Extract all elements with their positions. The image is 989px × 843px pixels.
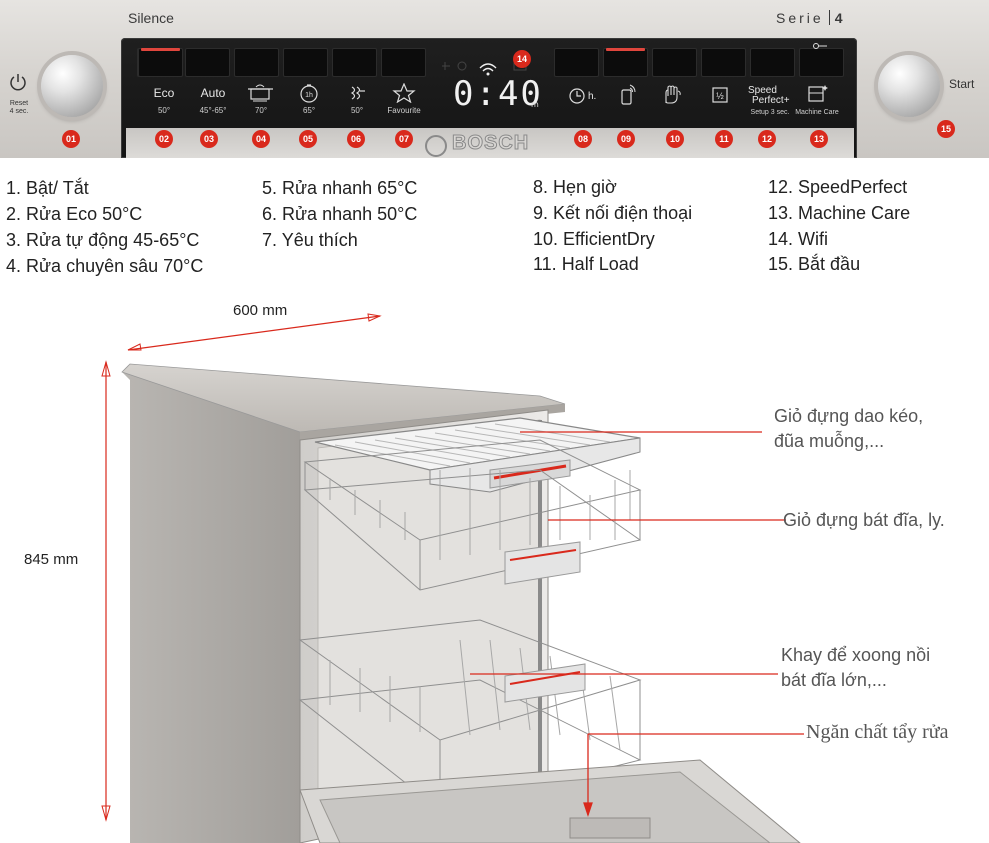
badge-08: 08 — [574, 130, 592, 148]
hand-dry-icon — [665, 85, 681, 104]
intensive-temp: 70° — [254, 106, 268, 115]
badge-11: 11 — [715, 130, 733, 148]
badge-03: 03 — [200, 130, 218, 148]
badge-12: 12 — [758, 130, 776, 148]
program-button-quick65[interactable] — [283, 48, 328, 77]
option-button-timer[interactable] — [554, 48, 599, 77]
half-load-icon: ½ — [712, 87, 728, 103]
callout-lower-basket: Khay để xoong nồi bát đĩa lớn,... — [781, 645, 931, 690]
start-knob[interactable] — [878, 55, 940, 117]
legend-item: 14. Wifi — [768, 229, 829, 249]
legend-item: 8. Hẹn giờ — [533, 177, 617, 197]
reset-label: Reset 4 sec. — [9, 100, 29, 115]
badge-09: 09 — [617, 130, 635, 148]
height-label: 845 mm — [24, 551, 79, 568]
legend-item: 2. Rửa Eco 50°C — [6, 204, 143, 224]
quick50-temp: 50° — [350, 106, 364, 115]
dishwasher-illustration — [101, 313, 804, 843]
program-button-intensive[interactable] — [234, 48, 279, 77]
legend-item: 4. Rửa chuyên sâu 70°C — [6, 256, 204, 276]
pot-icon — [248, 84, 273, 102]
badge-05: 05 — [299, 130, 317, 148]
program-button-favourite[interactable] — [381, 48, 426, 77]
program-button-eco-led — [138, 48, 183, 77]
badge-14: 14 — [513, 50, 531, 68]
program-button-quick50[interactable] — [332, 48, 377, 77]
legend-item: 9. Kết nối điện thoại — [533, 203, 693, 223]
width-label: 600 mm — [233, 302, 288, 319]
key-lock-icon — [813, 43, 827, 49]
program-button-auto[interactable] — [185, 48, 230, 77]
legend-item: 7. Yêu thích — [262, 230, 358, 250]
legend-item: 15. Bắt đầu — [768, 254, 861, 274]
option-button-speedperfect[interactable] — [750, 48, 795, 77]
phone-connect-icon — [621, 84, 636, 105]
legend-item: 10. EfficientDry — [533, 229, 655, 249]
quick65-temp: 65° — [302, 106, 316, 115]
lower-basket — [298, 619, 642, 811]
machine-care-label: Machine Care — [795, 109, 839, 116]
auto-label: Auto — [200, 86, 226, 100]
option-button-machinecare[interactable] — [799, 48, 844, 77]
quick-wash-icon — [350, 86, 365, 100]
legend-item: 13. Machine Care — [768, 203, 911, 223]
legend-item: 6. Rửa nhanh 50°C — [262, 204, 418, 224]
brand-strip — [126, 128, 854, 158]
width-dimension — [127, 313, 382, 351]
badge-06: 06 — [347, 130, 365, 148]
svg-text:1h: 1h — [305, 92, 313, 99]
option-button-halfload[interactable] — [701, 48, 746, 77]
callout-lines — [470, 431, 804, 818]
eco-temp: 50° — [157, 106, 171, 115]
quick-1h-icon: 1h — [300, 84, 318, 103]
machine-care-icon — [808, 85, 828, 102]
badge-15: 15 — [937, 120, 955, 138]
eco-label: Eco — [153, 86, 175, 100]
brand-logo-text: BOSCH — [451, 132, 530, 155]
badge-01: 01 — [62, 130, 80, 148]
callout-upper-basket: Giỏ đựng bát đĩa, ly. — [783, 510, 945, 530]
cabinet-top — [121, 363, 566, 433]
callout-cutlery: Giỏ đựng dao kéo, đũa muỗng,... — [774, 406, 924, 451]
auto-temp: 45°-65° — [199, 106, 227, 115]
legend-item: 5. Rửa nhanh 65°C — [262, 178, 418, 198]
badge-02: 02 — [155, 130, 173, 148]
svg-text:½: ½ — [716, 91, 724, 101]
badge-13: 13 — [810, 130, 828, 148]
upper-basket — [303, 439, 642, 591]
power-icon — [10, 74, 26, 91]
legend-item: 12. SpeedPerfect — [768, 177, 908, 197]
cabinet-side — [122, 372, 300, 843]
bosch-logo-icon — [425, 135, 447, 157]
timer-unit: h. — [588, 91, 597, 102]
clock-icon — [569, 88, 585, 104]
power-knob[interactable] — [41, 55, 103, 117]
detergent-dispenser — [569, 817, 651, 839]
option-button-efficientdry[interactable] — [652, 48, 697, 77]
callout-detergent: Ngăn chất tẩy rửa — [806, 721, 949, 743]
badge-10: 10 — [666, 130, 684, 148]
speedperfect-setup: Setup 3 sec. — [750, 109, 790, 116]
star-icon — [392, 83, 416, 103]
legend-item: 1. Bật/ Tắt — [6, 178, 89, 198]
legend-item: 3. Rửa tự động 45-65°C — [6, 230, 200, 250]
silence-label: Silence — [128, 10, 174, 26]
favourite-label: Favourite — [387, 106, 421, 115]
height-dimension — [101, 360, 111, 822]
legend-item: 11. Half Load — [533, 254, 639, 274]
badge-07: 07 — [395, 130, 413, 148]
start-label: Start — [949, 77, 975, 91]
badge-04: 04 — [252, 130, 270, 148]
option-button-remote[interactable] — [603, 48, 648, 77]
